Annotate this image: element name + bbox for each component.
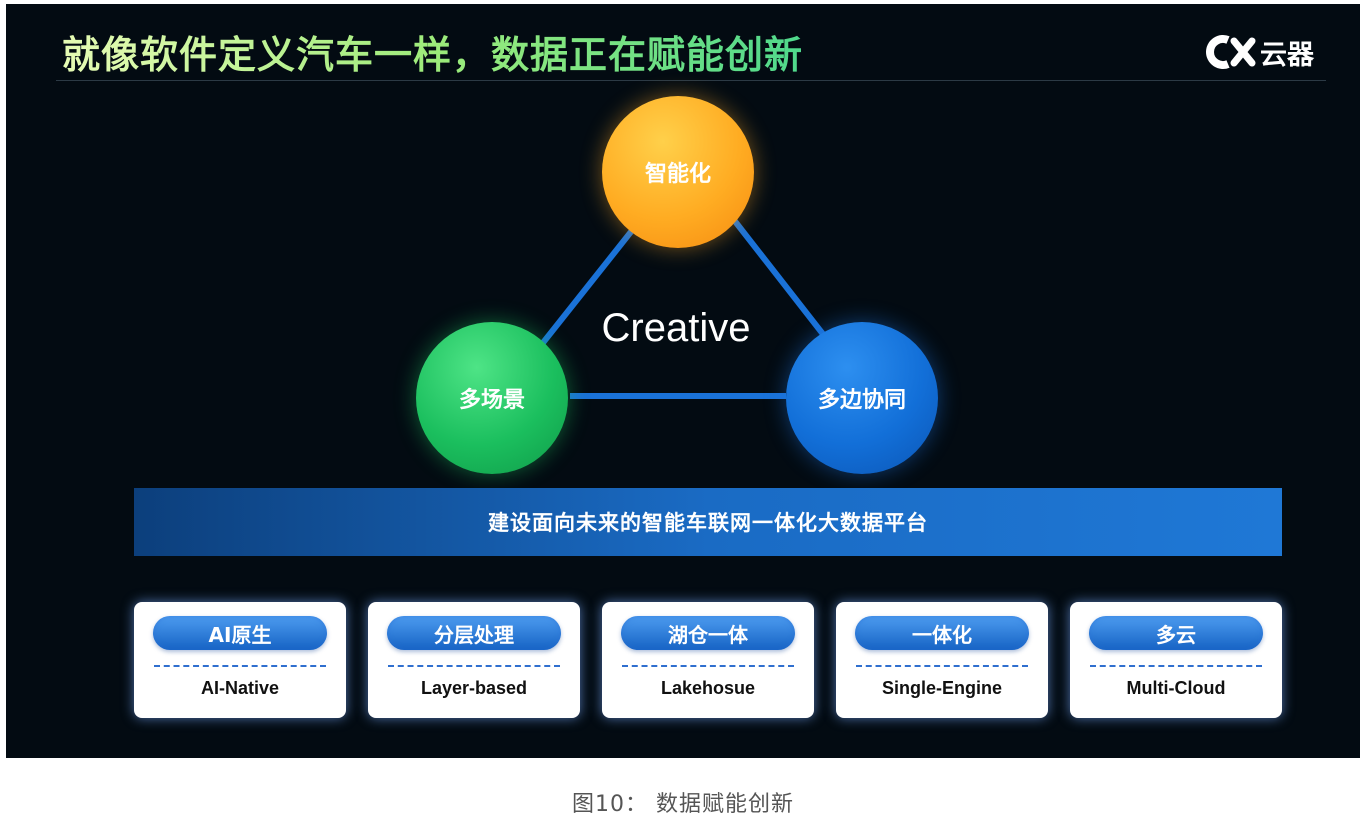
dashed-divider	[622, 665, 794, 667]
logo-mark-icon	[1206, 35, 1256, 69]
triangle-connectors	[539, 218, 829, 399]
feature-pill: 多云	[1089, 616, 1263, 650]
feature-pill: 分层处理	[387, 616, 561, 650]
feature-card-single-engine: 一体化 Single-Engine	[836, 602, 1048, 718]
feature-card-multi-cloud: 多云 Multi-Cloud	[1070, 602, 1282, 718]
feature-card-layer-based: 分层处理 Layer-based	[368, 602, 580, 718]
dashed-divider	[856, 665, 1028, 667]
feature-english-label: Layer-based	[420, 678, 528, 698]
feature-pill: AI原生	[153, 616, 327, 650]
figure-caption: 图10： 数据赋能创新	[572, 792, 794, 817]
feature-english-label: Single-Engine	[881, 678, 1002, 698]
connector-top-right	[731, 218, 829, 340]
feature-english-label: Lakehosue	[660, 678, 756, 698]
platform-banner: 建设面向未来的智能车联网一体化大数据平台	[134, 488, 1282, 556]
feature-pill: 湖仓一体	[621, 616, 795, 650]
dashed-divider	[388, 665, 560, 667]
connector-top-left	[539, 226, 637, 346]
node-multi-scenario: 多场景	[416, 322, 568, 474]
feature-pill: 一体化	[855, 616, 1029, 650]
node-multi-collaboration: 多边协同	[786, 322, 938, 474]
center-label: Creative	[601, 306, 751, 350]
slide-title: 就像软件定义汽车一样，数据正在赋能创新	[62, 24, 803, 79]
dashed-divider	[154, 665, 326, 667]
feature-card-ai-native: AI原生 AI-Native	[134, 602, 346, 718]
feature-english-label: AI-Native	[200, 678, 280, 698]
title-divider	[56, 80, 1326, 81]
logo: 云器	[1206, 32, 1314, 72]
feature-card-lakehouse: 湖仓一体 Lakehosue	[602, 602, 814, 718]
slide: 就像软件定义汽车一样，数据正在赋能创新 云器 智能化 多场景 多边协同 Crea…	[6, 4, 1360, 758]
logo-text: 云器	[1260, 39, 1314, 71]
node-intelligence: 智能化	[602, 96, 754, 248]
feature-english-label: Multi-Cloud	[1126, 678, 1226, 698]
dashed-divider	[1090, 665, 1262, 667]
